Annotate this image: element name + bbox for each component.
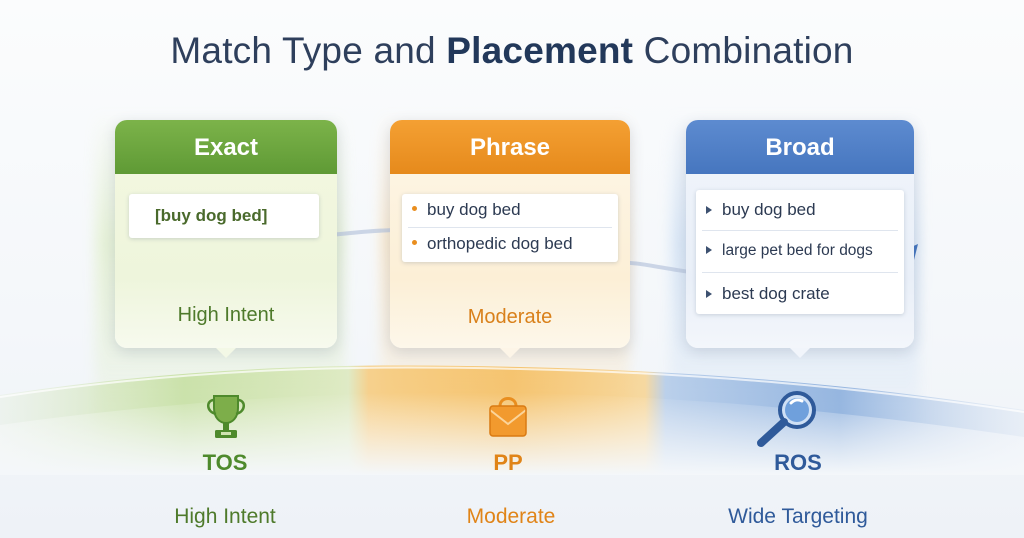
keyword-item: large pet bed for dogs <box>706 242 873 260</box>
phrase-card-pointer <box>500 348 520 358</box>
phrase-card-label: Moderate <box>467 306 553 328</box>
exact-card-pointer <box>216 348 236 358</box>
divider <box>702 272 898 273</box>
bullet-icon <box>706 245 712 254</box>
divider <box>702 230 898 231</box>
placement-tos: TOS <box>202 450 248 475</box>
magnifier-icon <box>757 391 816 447</box>
placement-pp: PP <box>493 450 523 475</box>
exact-match-card: Exact [buy dog bed] High Intent <box>115 120 337 358</box>
phrase-keyword-box: buy dog bed orthopedic dog bed <box>402 194 618 262</box>
keyword-item: buy dog bed <box>412 200 521 220</box>
placement-ros: ROS <box>774 450 822 475</box>
shopping-bag-icon <box>489 397 527 437</box>
bullet-icon <box>706 205 712 214</box>
keyword-item: orthopedic dog bed <box>412 234 573 254</box>
bullet-icon <box>412 206 417 212</box>
phrase-card-header: Phrase <box>390 120 630 174</box>
broad-keyword-box: buy dog bed large pet bed for dogs best … <box>696 190 904 314</box>
bullet-icon <box>412 240 417 246</box>
trophy-icon <box>207 395 245 438</box>
pp-label: Moderate <box>466 505 556 528</box>
exact-card-label: High Intent <box>177 304 275 326</box>
exact-keyword-box: [buy dog bed] <box>129 194 319 238</box>
keyword-item: buy dog bed <box>706 200 816 220</box>
exact-card-header: Exact <box>115 120 337 174</box>
page-title: Match Type and Placement Combination <box>170 30 854 71</box>
tos-label: High Intent <box>174 505 276 528</box>
phrase-match-card: Phrase buy dog bed orthopedic dog bed Mo… <box>390 120 630 358</box>
keyword-item: best dog crate <box>706 284 830 304</box>
broad-card-pointer <box>790 348 810 358</box>
ros-label: Wide Targeting <box>728 505 868 528</box>
broad-card-header: Broad <box>686 120 914 174</box>
divider <box>408 227 612 228</box>
broad-match-card: Broad buy dog bed large pet bed for dogs… <box>686 120 914 358</box>
bullet-icon <box>706 289 712 298</box>
keyword-item: [buy dog bed] <box>155 206 268 225</box>
